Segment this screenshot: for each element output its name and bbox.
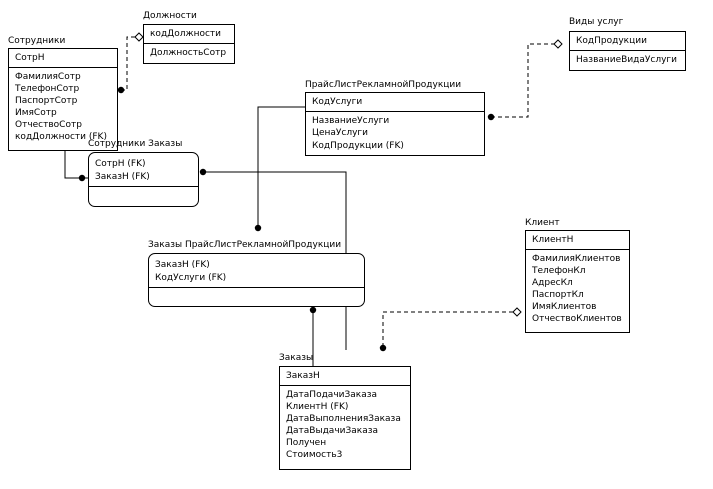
- attribute: ОтчествоСотр: [15, 119, 82, 130]
- entity-title-zakazy: Заказы: [279, 353, 314, 363]
- attribute: ТелефонКл: [532, 265, 586, 276]
- primary-key-section: СотрН: [9, 49, 117, 68]
- diamond-marker: [134, 32, 144, 42]
- attribute: ПаспортСотр: [15, 95, 78, 106]
- entity-title-dolzhnosti: Должности: [143, 11, 197, 21]
- many-dot: [379, 344, 387, 352]
- entity-title-zakazy-praislist: Заказы ПрайсЛистРекламнойПродукции: [148, 240, 342, 250]
- attribute-section: НазваниеВидаУслуги: [570, 51, 685, 67]
- rel-klient-zakazy: [382, 311, 513, 346]
- attribute: Стоимость3: [286, 449, 343, 460]
- many-dot: [117, 86, 125, 94]
- attribute: ФамилияКлиентов: [532, 253, 621, 264]
- attribute: ПаспортКл: [532, 289, 584, 300]
- rel-praislist-zakazy-praislist: [257, 106, 305, 228]
- primary-key-section: ЗаказН: [280, 367, 410, 386]
- entity-sotr-zakazy[interactable]: СотрН (FK) ЗаказН (FK): [88, 152, 199, 207]
- primary-key-section: ЗаказН (FK) КодУслуги (FK): [149, 254, 364, 288]
- attribute: ДатаВыполненияЗаказа: [286, 413, 401, 424]
- attribute: ТелефонСотр: [15, 83, 80, 94]
- many-dot: [309, 306, 317, 314]
- diamond-marker: [512, 307, 522, 317]
- primary-key-section: КодПродукции: [570, 32, 685, 51]
- attribute: НазваниеВидаУслуги: [576, 54, 678, 65]
- attribute-section: НазваниеУслуги ЦенаУслуги КодПродукции (…: [306, 112, 484, 153]
- pk-attribute: СотрН (FK): [95, 159, 146, 169]
- primary-key-section: СотрН (FK) ЗаказН (FK): [89, 153, 198, 187]
- attribute-section: ФамилияКлиентов ТелефонКл АдресКл Паспор…: [526, 250, 629, 325]
- many-dot: [487, 113, 495, 121]
- attribute: кодДолжности (FK): [15, 131, 107, 142]
- attribute: ОтчествоКлиентов: [532, 313, 622, 324]
- pk-attribute: КодУслуги: [312, 97, 363, 107]
- many-dot: [254, 224, 262, 232]
- entity-title-klient: Клиент: [525, 218, 560, 228]
- attribute: КодПродукции (FK): [312, 140, 404, 151]
- many-dot: [199, 168, 207, 176]
- attribute: ИмяКлиентов: [532, 301, 597, 312]
- entity-title-sotr-zakazy: Сотрудники Заказы: [88, 139, 183, 149]
- many-dot: [78, 174, 86, 182]
- rel-sotrudniki-sotr-zakazy: [64, 151, 88, 179]
- attribute: АдресКл: [532, 277, 573, 288]
- pk-attribute: ЗаказН (FK): [95, 171, 150, 182]
- rel-dolzhnosti-sotrudniki: [118, 36, 135, 91]
- entity-title-vidy-uslug: Виды услуг: [569, 17, 624, 27]
- pk-attribute: КодПродукции: [576, 36, 647, 46]
- attribute: ДатаПодачиЗаказа: [286, 389, 378, 400]
- attribute: ДатаВыдачиЗаказа: [286, 425, 379, 436]
- entity-zakazy-praislist[interactable]: ЗаказН (FK) КодУслуги (FK): [148, 253, 365, 307]
- entity-vidy-uslug[interactable]: КодПродукции НазваниеВидаУслуги: [569, 31, 686, 71]
- attribute: ЦенаУслуги: [312, 128, 369, 138]
- pk-attribute: ЗаказН (FK): [155, 260, 210, 270]
- attribute: КлиентН (FK): [286, 401, 349, 412]
- diamond-marker: [553, 39, 563, 49]
- attribute: ИмяСотр: [15, 107, 57, 118]
- attribute: НазваниеУслуги: [312, 115, 390, 126]
- entity-dolzhnosti[interactable]: кодДолжности ДолжностьСотр: [143, 24, 235, 64]
- primary-key-section: кодДолжности: [144, 25, 234, 44]
- pk-attribute: КодУслуги (FK): [155, 272, 227, 283]
- pk-attribute: кодДолжности: [150, 29, 221, 39]
- entity-klient[interactable]: КлиентН ФамилияКлиентов ТелефонКл АдресК…: [525, 230, 630, 333]
- entity-praislist[interactable]: КодУслуги НазваниеУслуги ЦенаУслуги КодП…: [305, 92, 485, 156]
- pk-attribute: СотрН: [15, 53, 45, 63]
- attribute-section: ДатаПодачиЗаказа КлиентН (FK) ДатаВыполн…: [280, 386, 410, 461]
- attribute: ДолжностьСотр: [150, 47, 227, 58]
- pk-attribute: КлиентН: [532, 235, 574, 245]
- entity-sotrudniki[interactable]: СотрН ФамилияСотр ТелефонСотр ПаспортСот…: [8, 48, 118, 151]
- entity-title-sotrudniki: Сотрудники: [8, 36, 66, 46]
- rel-vidy-uslug-praislist: [488, 43, 562, 118]
- primary-key-section: КлиентН: [526, 231, 629, 250]
- attribute-section: ДолжностьСотр: [144, 44, 234, 60]
- attribute: Получен: [286, 437, 327, 448]
- pk-attribute: ЗаказН: [286, 371, 320, 381]
- primary-key-section: КодУслуги: [306, 93, 484, 112]
- entity-title-praislist: ПрайсЛистРекламнойПродукции: [305, 80, 462, 90]
- attribute-section: ФамилияСотр ТелефонСотр ПаспортСотр ИмяС…: [9, 68, 117, 143]
- attribute: ФамилияСотр: [15, 71, 81, 82]
- entity-zakazy[interactable]: ЗаказН ДатаПодачиЗаказа КлиентН (FK) Дат…: [279, 366, 411, 470]
